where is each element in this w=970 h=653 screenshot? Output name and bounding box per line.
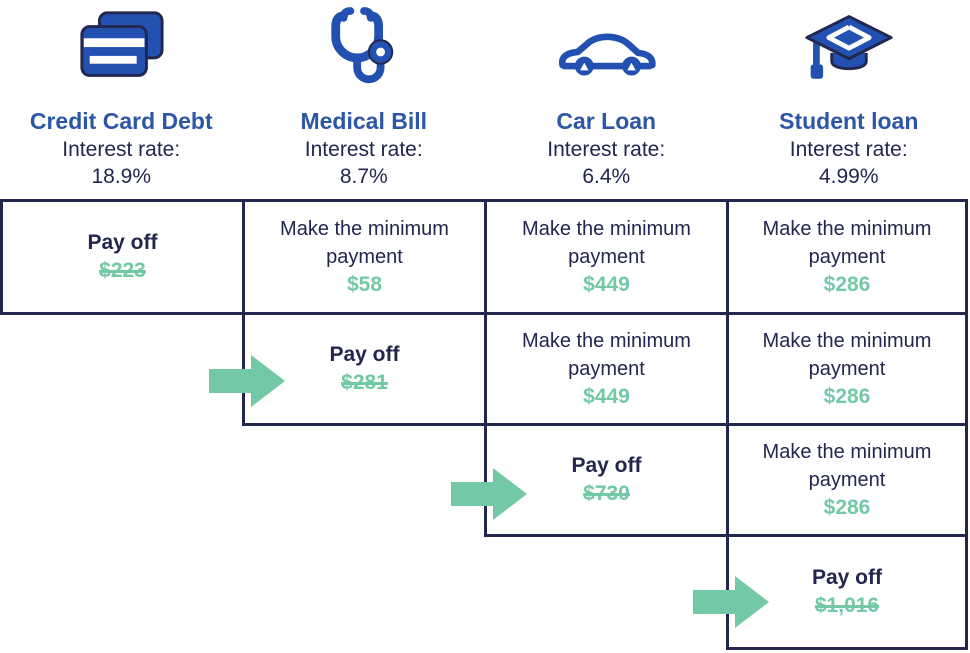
- column-medical-bill: Medical Bill Interest rate: 8.7%: [243, 0, 486, 199]
- minimum-amount: $286: [823, 273, 871, 296]
- interest-rate-value: 18.9%: [91, 165, 152, 188]
- arrow-right-icon-car: [451, 468, 527, 520]
- interest-rate-label: Interest rate:: [62, 138, 181, 161]
- credit-card-icon: [76, 0, 166, 102]
- interest-rate-label: Interest rate:: [304, 138, 423, 161]
- minimum-payment-text: Make the minimum payment: [762, 330, 932, 380]
- cell-minimum-medical-r1: Make the minimum payment $58: [242, 199, 487, 315]
- column-title: Car Loan: [556, 108, 657, 134]
- minimum-payment-text: Make the minimum payment: [522, 330, 691, 380]
- payoff-label: Pay off: [87, 231, 158, 254]
- interest-rate-label: Interest rate:: [789, 138, 908, 161]
- graduation-cap-icon: [803, 0, 895, 102]
- minimum-payment-text: Make the minimum payment: [280, 218, 449, 268]
- payoff-amount: $730: [583, 482, 630, 505]
- arrow-right-icon-student: [693, 576, 769, 628]
- interest-rate-value: 8.7%: [339, 165, 388, 188]
- arrow-right-icon-medical: [209, 355, 285, 407]
- interest-rate-label: Interest rate:: [547, 138, 666, 161]
- stethoscope-icon: [324, 0, 404, 102]
- interest-rate-value: 6.4%: [582, 165, 631, 188]
- minimum-amount: $286: [823, 496, 871, 519]
- minimum-payment-text: Make the minimum payment: [762, 441, 932, 491]
- payoff-label: Pay off: [811, 566, 882, 589]
- column-title: Medical Bill: [300, 108, 428, 134]
- payoff-amount: $223: [99, 259, 146, 282]
- payoff-label: Pay off: [571, 454, 642, 477]
- cell-payoff-student: Pay off $1,016: [726, 534, 968, 650]
- payoff-amount: $281: [341, 371, 388, 394]
- header-row: Credit Card Debt Interest rate: 18.9% Me…: [0, 0, 970, 199]
- column-car-loan: Car Loan Interest rate: 6.4%: [485, 0, 728, 199]
- minimum-payment-text: Make the minimum payment: [522, 218, 691, 268]
- minimum-payment-text: Make the minimum payment: [762, 218, 932, 268]
- minimum-amount: $449: [583, 273, 630, 296]
- payoff-amount: $1,016: [814, 594, 880, 617]
- cell-minimum-student-r1: Make the minimum payment $286: [726, 199, 968, 315]
- cell-minimum-car-r2: Make the minimum payment $449: [484, 312, 729, 426]
- column-title: Credit Card Debt: [29, 108, 213, 134]
- column-student-loan: Student loan Interest rate: 4.99%: [728, 0, 970, 199]
- cell-minimum-car-r1: Make the minimum payment $449: [484, 199, 729, 315]
- cell-minimum-student-r3: Make the minimum payment $286: [726, 423, 968, 537]
- interest-rate-value: 4.99%: [818, 165, 879, 188]
- cell-minimum-student-r2: Make the minimum payment $286: [726, 312, 968, 426]
- payoff-label: Pay off: [329, 343, 400, 366]
- minimum-amount: $286: [823, 385, 871, 408]
- column-title: Student loan: [779, 108, 919, 134]
- column-credit-card: Credit Card Debt Interest rate: 18.9%: [0, 0, 243, 199]
- cell-payoff-credit-card: Pay off $223: [0, 199, 245, 315]
- minimum-amount: $449: [583, 385, 630, 408]
- car-icon: [555, 0, 657, 102]
- minimum-amount: $58: [346, 273, 383, 296]
